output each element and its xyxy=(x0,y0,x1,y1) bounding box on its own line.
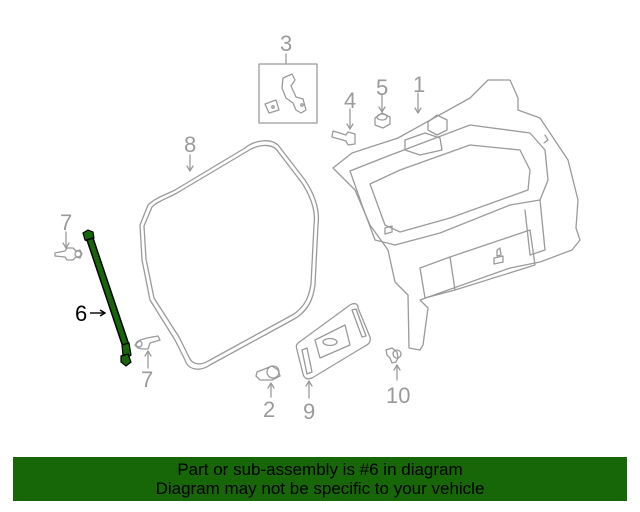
diagram-drawing xyxy=(54,53,581,399)
bumper-part[interactable] xyxy=(255,365,281,398)
callout-5[interactable]: 5 xyxy=(376,75,389,100)
callout-7-upper[interactable]: 7 xyxy=(60,210,73,235)
ball-stud-upper-part[interactable] xyxy=(54,231,83,261)
nut-part[interactable] xyxy=(374,94,391,129)
callout-2[interactable]: 2 xyxy=(263,397,276,422)
lift-support-part[interactable] xyxy=(82,229,132,367)
hinge-part[interactable] xyxy=(258,53,318,124)
banner-line-disclaimer: Diagram may not be specific to your vehi… xyxy=(155,479,485,498)
banner-line-part-number: Part or sub-assembly is #6 in diagram xyxy=(177,460,463,479)
callout-10[interactable]: 10 xyxy=(386,383,411,408)
license-plate-bracket-part[interactable] xyxy=(295,302,371,399)
info-banner: Part or sub-assembly is #6 in diagram Di… xyxy=(13,457,627,501)
callout-9[interactable]: 9 xyxy=(303,399,316,424)
callout-4[interactable]: 4 xyxy=(344,88,357,113)
weatherstrip-part[interactable] xyxy=(139,140,320,370)
bolt-part[interactable] xyxy=(331,108,356,146)
callout-1[interactable]: 1 xyxy=(413,72,426,97)
ball-stud-lower-part[interactable] xyxy=(134,335,161,369)
callout-6[interactable]: 6 xyxy=(75,301,88,326)
callout-7-lower[interactable]: 7 xyxy=(141,367,154,392)
screw-part[interactable] xyxy=(385,347,402,381)
parts-diagram: 1 2 3 4 5 6 7 7 8 9 10 xyxy=(54,31,581,424)
callout-3[interactable]: 3 xyxy=(280,31,293,56)
callout-8[interactable]: 8 xyxy=(184,132,197,157)
liftgate-part[interactable] xyxy=(332,79,581,351)
